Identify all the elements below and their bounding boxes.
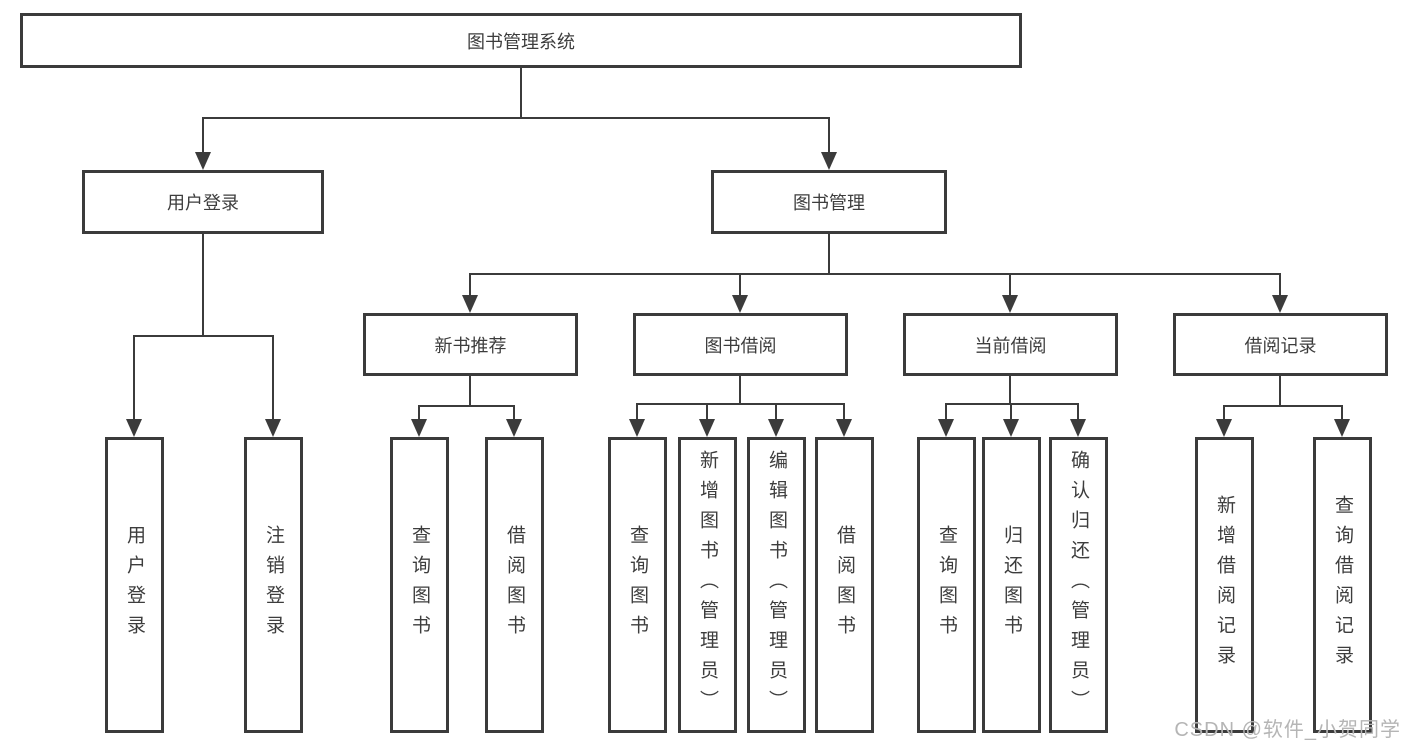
arrowhead-cb-query-icon	[938, 419, 954, 437]
connector-user-login-stem	[202, 234, 204, 336]
connector-borrow-record-stem	[1279, 376, 1281, 406]
leaf-query-books-current: 查询图书	[917, 437, 976, 733]
connector-drop-new-book	[469, 273, 471, 296]
node-new-book-recommend: 新书推荐	[363, 313, 578, 376]
connector-drop-bb-query	[636, 403, 638, 420]
arrowhead-book-borrow-icon	[732, 295, 748, 313]
leaf-borrow-books-recommend: 借阅图书	[485, 437, 544, 733]
node-borrowing-records: 借阅记录	[1173, 313, 1388, 376]
connector-drop-br-add	[1223, 405, 1225, 420]
connector-user-login-bar	[133, 335, 274, 337]
arrowhead-cb-return-icon	[1003, 419, 1019, 437]
connector-drop-cb-confirm	[1077, 403, 1079, 420]
connector-root-bar	[202, 117, 830, 119]
connector-book-borrow-stem	[739, 376, 741, 404]
connector-drop-nb-query	[418, 405, 420, 420]
connector-drop-borrow-record	[1279, 273, 1281, 296]
arrowhead-nb-query-icon	[411, 419, 427, 437]
leaf-add-borrow-record: 新增借阅记录	[1195, 437, 1254, 733]
connector-drop-current-borrow	[1009, 273, 1011, 296]
connector-drop-leaf-login	[133, 335, 135, 420]
leaf-query-borrow-record: 查询借阅记录	[1313, 437, 1372, 733]
arrowhead-borrow-record-icon	[1272, 295, 1288, 313]
node-user-login: 用户登录	[82, 170, 324, 234]
connector-current-borrow-stem	[1009, 376, 1011, 404]
connector-drop-leaf-logout	[272, 335, 274, 420]
arrowhead-cb-confirm-icon	[1070, 419, 1086, 437]
connector-drop-book-borrow	[739, 273, 741, 296]
connector-current-borrow-bar	[945, 403, 1079, 405]
connector-book-borrow-bar	[636, 403, 844, 405]
leaf-query-books-borrow: 查询图书	[608, 437, 667, 733]
connector-book-mgmt-stem	[828, 234, 830, 274]
connector-drop-nb-borrow	[513, 405, 515, 420]
arrowhead-nb-borrow-icon	[506, 419, 522, 437]
leaf-confirm-return-admin: 确认归还（管理员）	[1049, 437, 1108, 733]
connector-book-mgmt-bar	[469, 273, 1281, 275]
connector-new-book-bar	[418, 405, 515, 407]
arrowhead-bb-query-icon	[629, 419, 645, 437]
connector-drop-cb-return	[1010, 403, 1012, 420]
leaf-add-books-admin: 新增图书（管理员）	[678, 437, 737, 733]
connector-borrow-record-bar	[1223, 405, 1343, 407]
connector-root-stem	[520, 68, 522, 118]
connector-drop-cb-query	[945, 403, 947, 420]
node-book-borrowing: 图书借阅	[633, 313, 848, 376]
node-root-system: 图书管理系统	[20, 13, 1022, 68]
watermark: CSDN @软件_小贺同学	[1174, 719, 1401, 741]
connector-drop-book-mgmt	[828, 117, 830, 153]
leaf-logout: 注销登录	[244, 437, 303, 733]
arrowhead-leaf-logout-icon	[265, 419, 281, 437]
arrowhead-bb-add-icon	[699, 419, 715, 437]
connector-drop-bb-add	[706, 403, 708, 420]
arrowhead-bb-borrow-icon	[836, 419, 852, 437]
leaf-return-books: 归还图书	[982, 437, 1041, 733]
arrowhead-user-login-icon	[195, 152, 211, 170]
arrowhead-br-query-icon	[1334, 419, 1350, 437]
leaf-query-books-recommend: 查询图书	[390, 437, 449, 733]
arrowhead-book-mgmt-icon	[821, 152, 837, 170]
connector-new-book-stem	[469, 376, 471, 406]
arrowhead-br-add-icon	[1216, 419, 1232, 437]
leaf-user-login: 用户登录	[105, 437, 164, 733]
arrowhead-leaf-login-icon	[126, 419, 142, 437]
node-current-borrowing: 当前借阅	[903, 313, 1118, 376]
arrowhead-bb-edit-icon	[768, 419, 784, 437]
connector-drop-bb-edit	[775, 403, 777, 420]
leaf-edit-books-admin: 编辑图书（管理员）	[747, 437, 806, 733]
arrowhead-current-borrow-icon	[1002, 295, 1018, 313]
connector-drop-br-query	[1341, 405, 1343, 420]
connector-drop-user-login	[202, 117, 204, 153]
arrowhead-new-book-icon	[462, 295, 478, 313]
node-book-management: 图书管理	[711, 170, 947, 234]
connector-drop-bb-borrow	[843, 403, 845, 420]
leaf-borrow-books: 借阅图书	[815, 437, 874, 733]
